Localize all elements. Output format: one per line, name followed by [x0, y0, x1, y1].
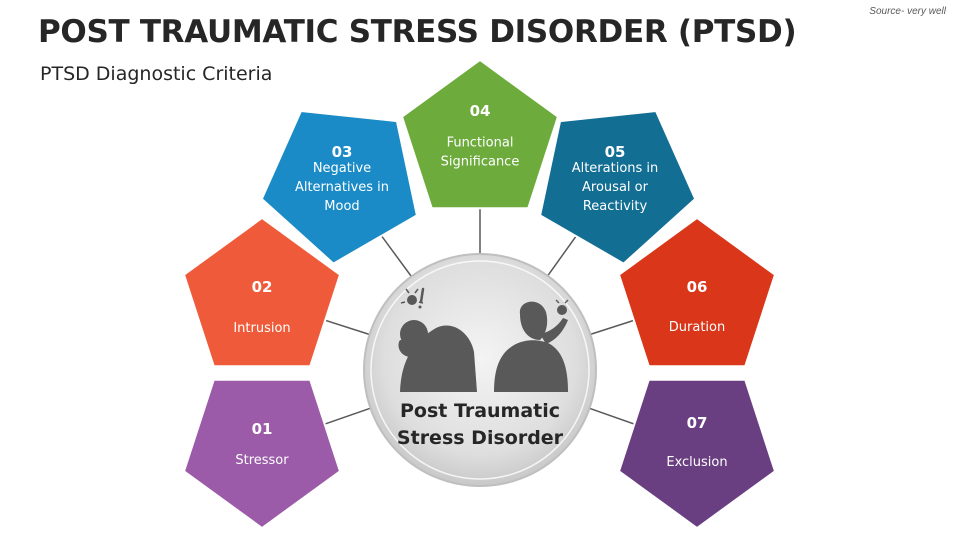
criterion-label: Arousal or [582, 180, 649, 195]
connector-line-01 [319, 408, 371, 426]
connector-line-06 [590, 318, 640, 334]
criterion-label: Exclusion [666, 455, 727, 470]
criterion-number: 06 [687, 278, 708, 296]
criterion-number: 07 [687, 414, 708, 432]
criterion-number: 01 [252, 420, 273, 438]
criterion-label: Reactivity [583, 199, 648, 214]
criterion-label: Alternatives in [295, 180, 389, 195]
criterion-label: Intrusion [233, 321, 290, 336]
criterion-pentagon-04 [402, 60, 558, 208]
connector-line-07 [590, 408, 641, 426]
criterion-label: Significance [441, 155, 520, 170]
criterion-pentagon-07 [619, 380, 775, 528]
criterion-number: 05 [605, 143, 626, 161]
center-title-line1: Post Traumatic [400, 400, 560, 422]
criterion-label: Mood [324, 199, 359, 214]
criterion-label: Functional [447, 136, 514, 151]
connector-line-02 [319, 318, 370, 334]
criterion-number: 02 [252, 278, 273, 296]
criterion-label: Duration [669, 320, 725, 335]
criterion-label: Stressor [235, 453, 289, 468]
center-title-line2: Stress Disorder [397, 427, 564, 449]
criterion-label: Alterations in [572, 161, 659, 176]
criterion-number: 04 [470, 102, 491, 120]
criterion-number: 03 [332, 143, 353, 161]
connector-line-05 [548, 231, 580, 276]
connector-line-03 [378, 230, 412, 276]
criterion-label: Negative [313, 161, 371, 176]
